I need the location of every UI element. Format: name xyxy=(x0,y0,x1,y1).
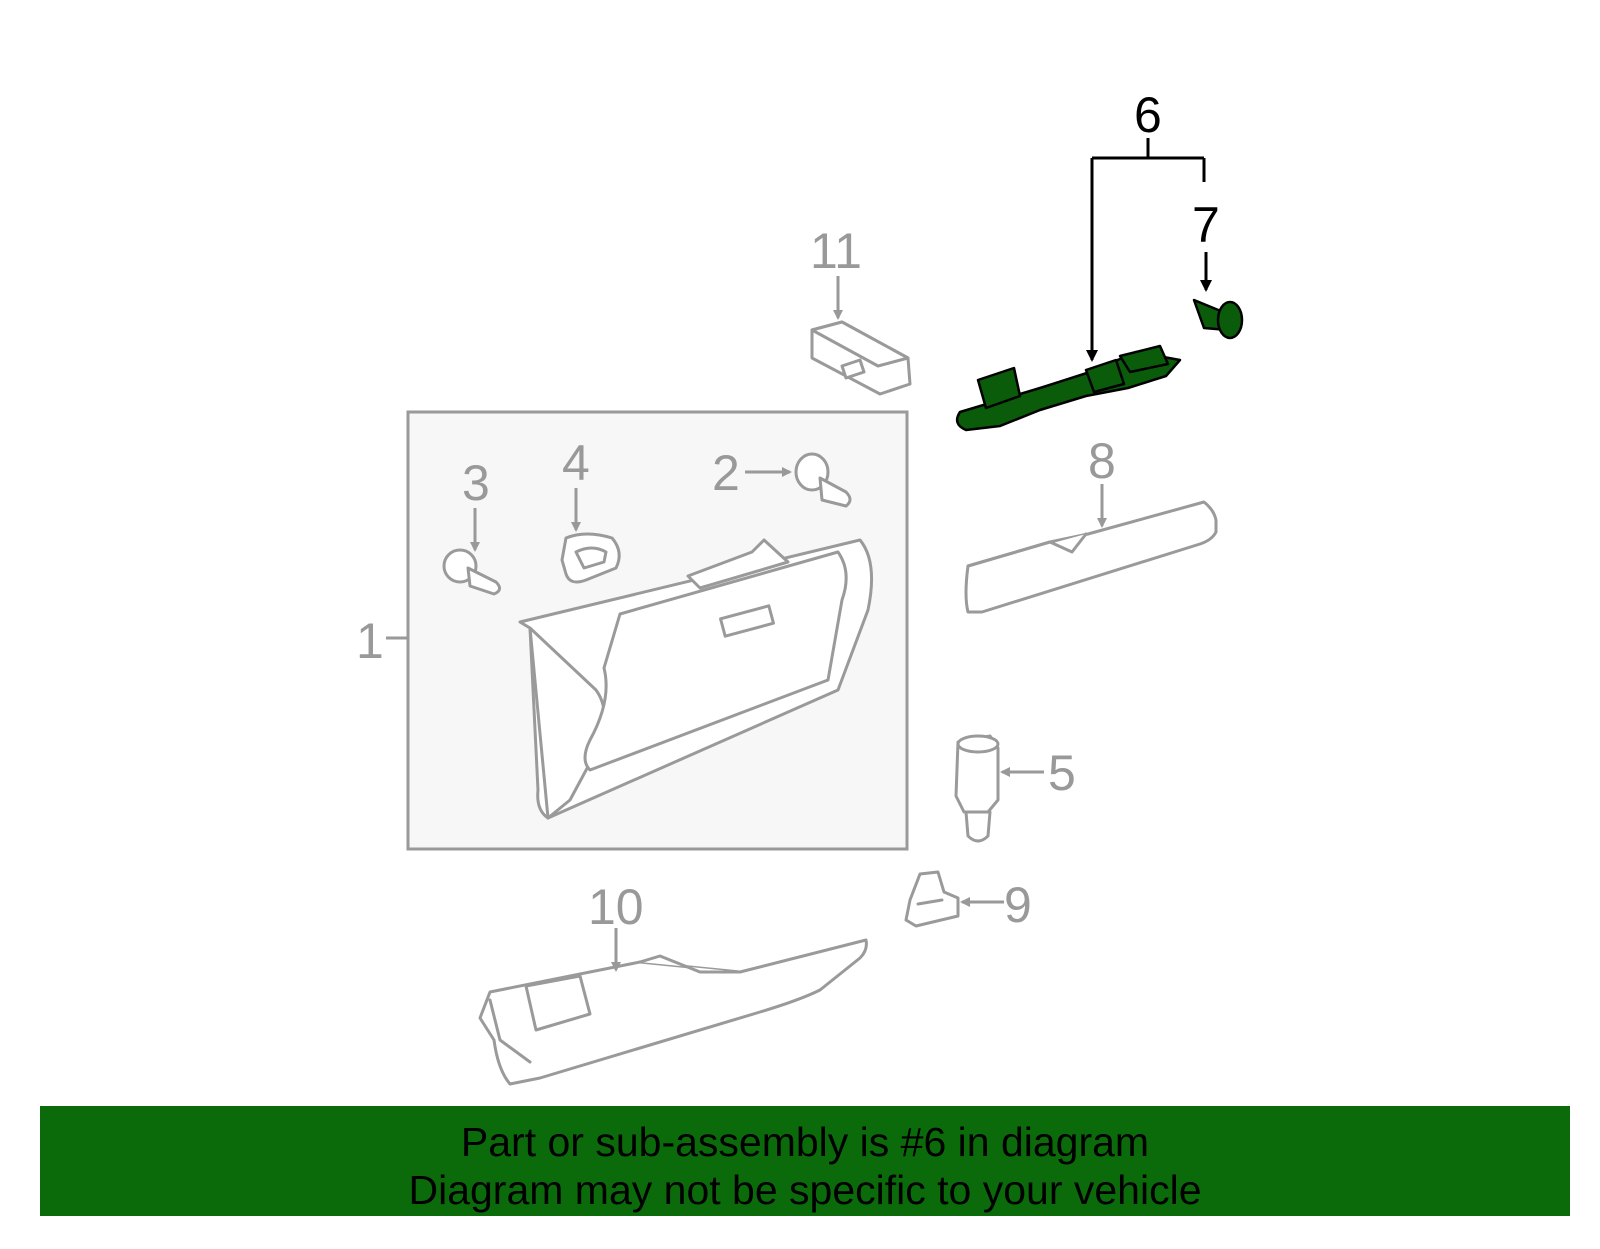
callout-5: 5 xyxy=(1048,745,1076,801)
callout-8: 8 xyxy=(1088,433,1116,489)
glove-box-part xyxy=(518,538,874,820)
info-banner: Part or sub-assembly is #6 in diagram Di… xyxy=(40,1106,1570,1216)
screw-2-part xyxy=(745,452,852,508)
panel-10-part xyxy=(478,928,868,1086)
callout-10: 10 xyxy=(588,879,644,935)
screw-3-part xyxy=(442,508,501,596)
latch-6-part xyxy=(955,344,1182,432)
block-11-part xyxy=(810,276,912,396)
callout-4: 4 xyxy=(562,435,590,491)
callout-2: 2 xyxy=(712,445,740,501)
rail-8-part xyxy=(964,484,1218,614)
banner-line-1: Part or sub-assembly is #6 in diagram xyxy=(460,1119,1150,1165)
bumper-9-part xyxy=(904,870,1004,928)
callout-9: 9 xyxy=(1004,877,1032,933)
callout-3: 3 xyxy=(462,455,490,511)
callout-11: 11 xyxy=(810,223,862,279)
callout-1: 1 xyxy=(356,613,384,669)
screw-7-part xyxy=(1192,298,1244,340)
banner-line-2: Diagram may not be specific to your vehi… xyxy=(408,1167,1202,1213)
clip-4-part xyxy=(560,488,621,584)
damper-5-part xyxy=(954,734,1044,843)
callout-6: 6 xyxy=(1134,87,1162,143)
callout-7: 7 xyxy=(1192,197,1220,253)
